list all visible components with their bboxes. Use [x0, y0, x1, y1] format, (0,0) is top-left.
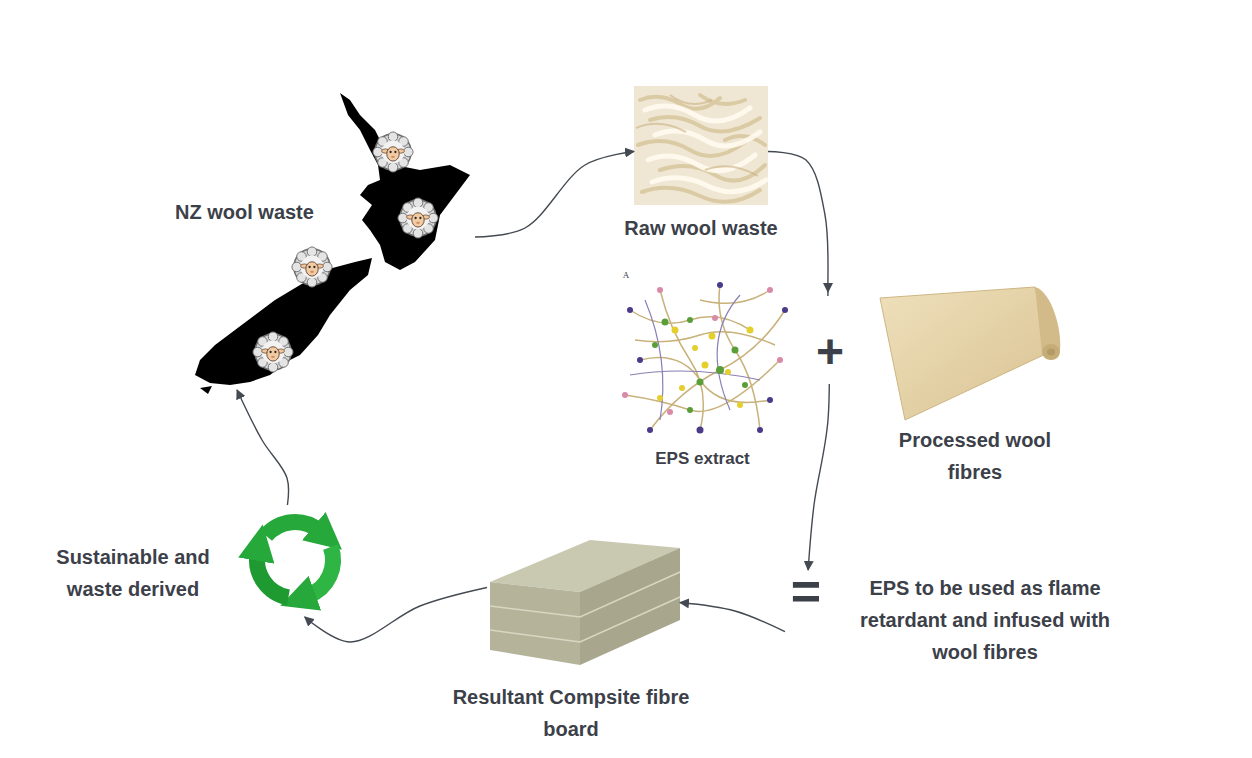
- nz-map: [195, 93, 470, 394]
- wool-felt-roll: [1042, 344, 1060, 360]
- panel-letter: A: [619, 268, 633, 282]
- wool-felt-roll: [1047, 349, 1055, 356]
- eps-network: [630, 295, 760, 420]
- eps-network: [622, 392, 628, 398]
- image-node: Resultant Compsite fibre board: [487, 540, 680, 665]
- eps-network: [687, 407, 693, 413]
- wool-felt-roll: [880, 287, 1060, 420]
- flow-arrow: [237, 390, 288, 505]
- raw-wool-photo: [645, 106, 766, 192]
- node-caption: Resultant Compsite fibre board: [435, 681, 707, 745]
- image-node: Processed wool fibres: [875, 284, 1065, 424]
- sheep-icon: [398, 198, 438, 238]
- fibre-boards: [490, 582, 580, 665]
- eps-network: [732, 347, 739, 354]
- sheep-icon: [253, 332, 293, 372]
- raw-wool-photo: [634, 86, 768, 205]
- equals-sign: =: [784, 566, 828, 616]
- recycle-icon: [257, 553, 288, 597]
- sheep-icons: [253, 132, 438, 372]
- eps-network: [657, 287, 663, 293]
- plus-arrowhead: [823, 283, 833, 293]
- map-node: NZ wool waste: [190, 90, 475, 390]
- recycle-icon: [266, 522, 320, 536]
- node-caption: EPS extract: [600, 443, 805, 475]
- eps-network: [627, 307, 633, 313]
- icon-node: Sustainable and waste derived: [238, 505, 353, 617]
- eps-network: [737, 402, 743, 408]
- eps-network: [716, 366, 724, 374]
- eps-network: [767, 397, 773, 403]
- image-node: EPS extract: [620, 275, 785, 440]
- flow-arrow: [305, 588, 487, 643]
- raw-wool-photo: [636, 95, 758, 176]
- sheep-icon: [292, 247, 332, 287]
- node-caption: NZ wool waste: [175, 196, 355, 228]
- eps-network: [679, 385, 685, 391]
- eps-network: [657, 327, 754, 409]
- eps-network: [702, 362, 709, 369]
- recycle-icon: [308, 547, 333, 596]
- eps-network: [709, 333, 716, 340]
- eps-network: [697, 379, 704, 386]
- eps-network: [767, 287, 773, 293]
- fibre-boards: [490, 572, 680, 642]
- eps-network: [757, 427, 763, 433]
- raw-wool-photo: [638, 95, 765, 202]
- recycle-icon: [257, 522, 333, 597]
- eps-network: [692, 345, 698, 351]
- wool-felt-roll: [1035, 287, 1060, 359]
- eps-network: [652, 342, 658, 348]
- fibre-boards: [580, 548, 680, 665]
- eps-network: [712, 315, 718, 321]
- eps-network: [777, 357, 783, 363]
- north-island: [340, 93, 470, 270]
- image-node: Raw wool waste: [634, 86, 768, 205]
- eps-network: [637, 357, 643, 363]
- eps-network: [747, 327, 754, 334]
- wool-felt-roll: [880, 287, 1050, 420]
- eps-network: [697, 427, 704, 434]
- eps-network: [717, 282, 723, 288]
- flow-arrow: [680, 603, 785, 632]
- eps-network: [652, 317, 748, 413]
- text-node: EPS to be used as flame retardant and in…: [785, 570, 1130, 668]
- eps-network: [667, 409, 673, 415]
- sheep-icon: [373, 132, 413, 172]
- eps-network: [647, 427, 653, 433]
- plus-sign: +: [810, 296, 850, 384]
- flow-arrow: [475, 151, 634, 237]
- eps-network: [687, 317, 693, 323]
- raw-wool-photo: [634, 86, 768, 205]
- eps-network: [657, 395, 663, 401]
- south-island: [195, 258, 372, 385]
- plus-arrowhead: [823, 283, 833, 293]
- eps-network: [622, 287, 783, 415]
- node-caption: Processed wool fibres: [880, 424, 1070, 488]
- eps-network: [625, 285, 785, 430]
- eps-network: [725, 369, 731, 375]
- eps-network: [742, 382, 748, 388]
- eps-network: [672, 327, 679, 334]
- fibre-boards: [490, 540, 680, 665]
- node-caption: Sustainable and waste derived: [33, 541, 233, 605]
- eps-network: [627, 282, 788, 434]
- node-caption: Raw wool waste: [601, 212, 801, 244]
- stewart-island: [200, 386, 212, 394]
- eps-network: [662, 319, 669, 326]
- node-caption: EPS to be used as flame retardant and in…: [840, 572, 1130, 668]
- eps-network: [782, 307, 788, 313]
- eps-network: [622, 282, 788, 434]
